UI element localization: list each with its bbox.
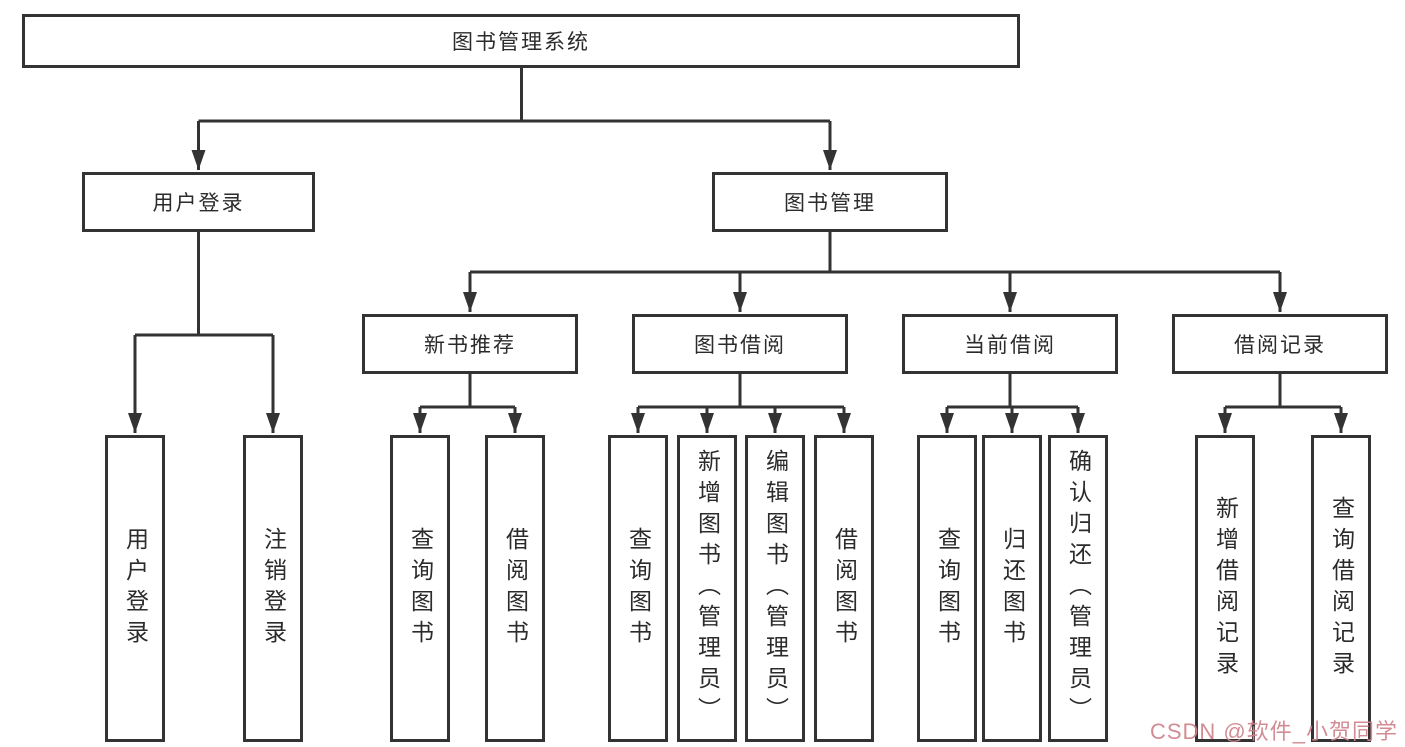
leaf-borrow-books-borrowing: 借阅图书 <box>814 435 874 742</box>
connector-trunks <box>135 68 1341 409</box>
node-label: 图书借阅 <box>694 334 786 357</box>
leaf-return-books: 归还图书 <box>982 435 1042 742</box>
csdn-watermark: CSDN @软件_小贺同学 <box>1149 719 1398 744</box>
leaf-query-borrow-record: 查询借阅记录 <box>1311 435 1371 742</box>
leaf-label: 查询图书 <box>625 526 652 651</box>
leaf-label: 确认归还（管理员） <box>1065 449 1092 728</box>
node-book-management: 图书管理 <box>712 172 948 232</box>
leaf-add-books-admin: 新增图书（管理员） <box>677 435 737 742</box>
node-current-borrowing: 当前借阅 <box>902 314 1118 374</box>
node-library-system: 图书管理系统 <box>22 14 1020 68</box>
leaf-label: 归还图书 <box>999 526 1026 651</box>
node-book-borrowing: 图书借阅 <box>632 314 848 374</box>
leaf-query-books-current: 查询图书 <box>917 435 977 742</box>
node-new-book-recommend: 新书推荐 <box>362 314 578 374</box>
leaf-label: 借阅图书 <box>502 526 529 651</box>
node-borrowing-records: 借阅记录 <box>1172 314 1388 374</box>
node-label: 图书管理 <box>784 192 876 215</box>
leaf-label: 用户登录 <box>122 526 149 651</box>
node-label: 用户登录 <box>152 192 245 215</box>
leaf-label: 新增借阅记录 <box>1212 495 1239 682</box>
node-label: 借阅记录 <box>1234 334 1326 357</box>
leaf-label: 借阅图书 <box>831 526 858 651</box>
leaf-label: 查询图书 <box>407 526 434 651</box>
leaf-query-books-recommend: 查询图书 <box>390 435 450 742</box>
leaf-add-borrow-record: 新增借阅记录 <box>1195 435 1255 742</box>
leaf-label: 编辑图书（管理员） <box>762 449 789 728</box>
leaf-label: 查询借阅记录 <box>1328 495 1355 682</box>
leaf-label: 新增图书（管理员） <box>694 449 721 728</box>
leaf-confirm-return-admin: 确认归还（管理员） <box>1048 435 1108 742</box>
leaf-logout: 注销登录 <box>243 435 303 742</box>
leaf-label: 查询图书 <box>934 526 961 651</box>
node-label: 当前借阅 <box>964 334 1056 357</box>
node-label: 图书管理系统 <box>452 31 590 54</box>
node-user-login: 用户登录 <box>82 172 315 232</box>
leaf-label: 注销登录 <box>260 526 287 651</box>
leaf-borrow-books-recommend: 借阅图书 <box>485 435 545 742</box>
leaf-edit-books-admin: 编辑图书（管理员） <box>745 435 805 742</box>
leaf-user-login: 用户登录 <box>105 435 165 742</box>
connector-arrows <box>128 121 1348 433</box>
node-label: 新书推荐 <box>424 334 516 357</box>
leaf-query-books-borrowing: 查询图书 <box>608 435 668 742</box>
